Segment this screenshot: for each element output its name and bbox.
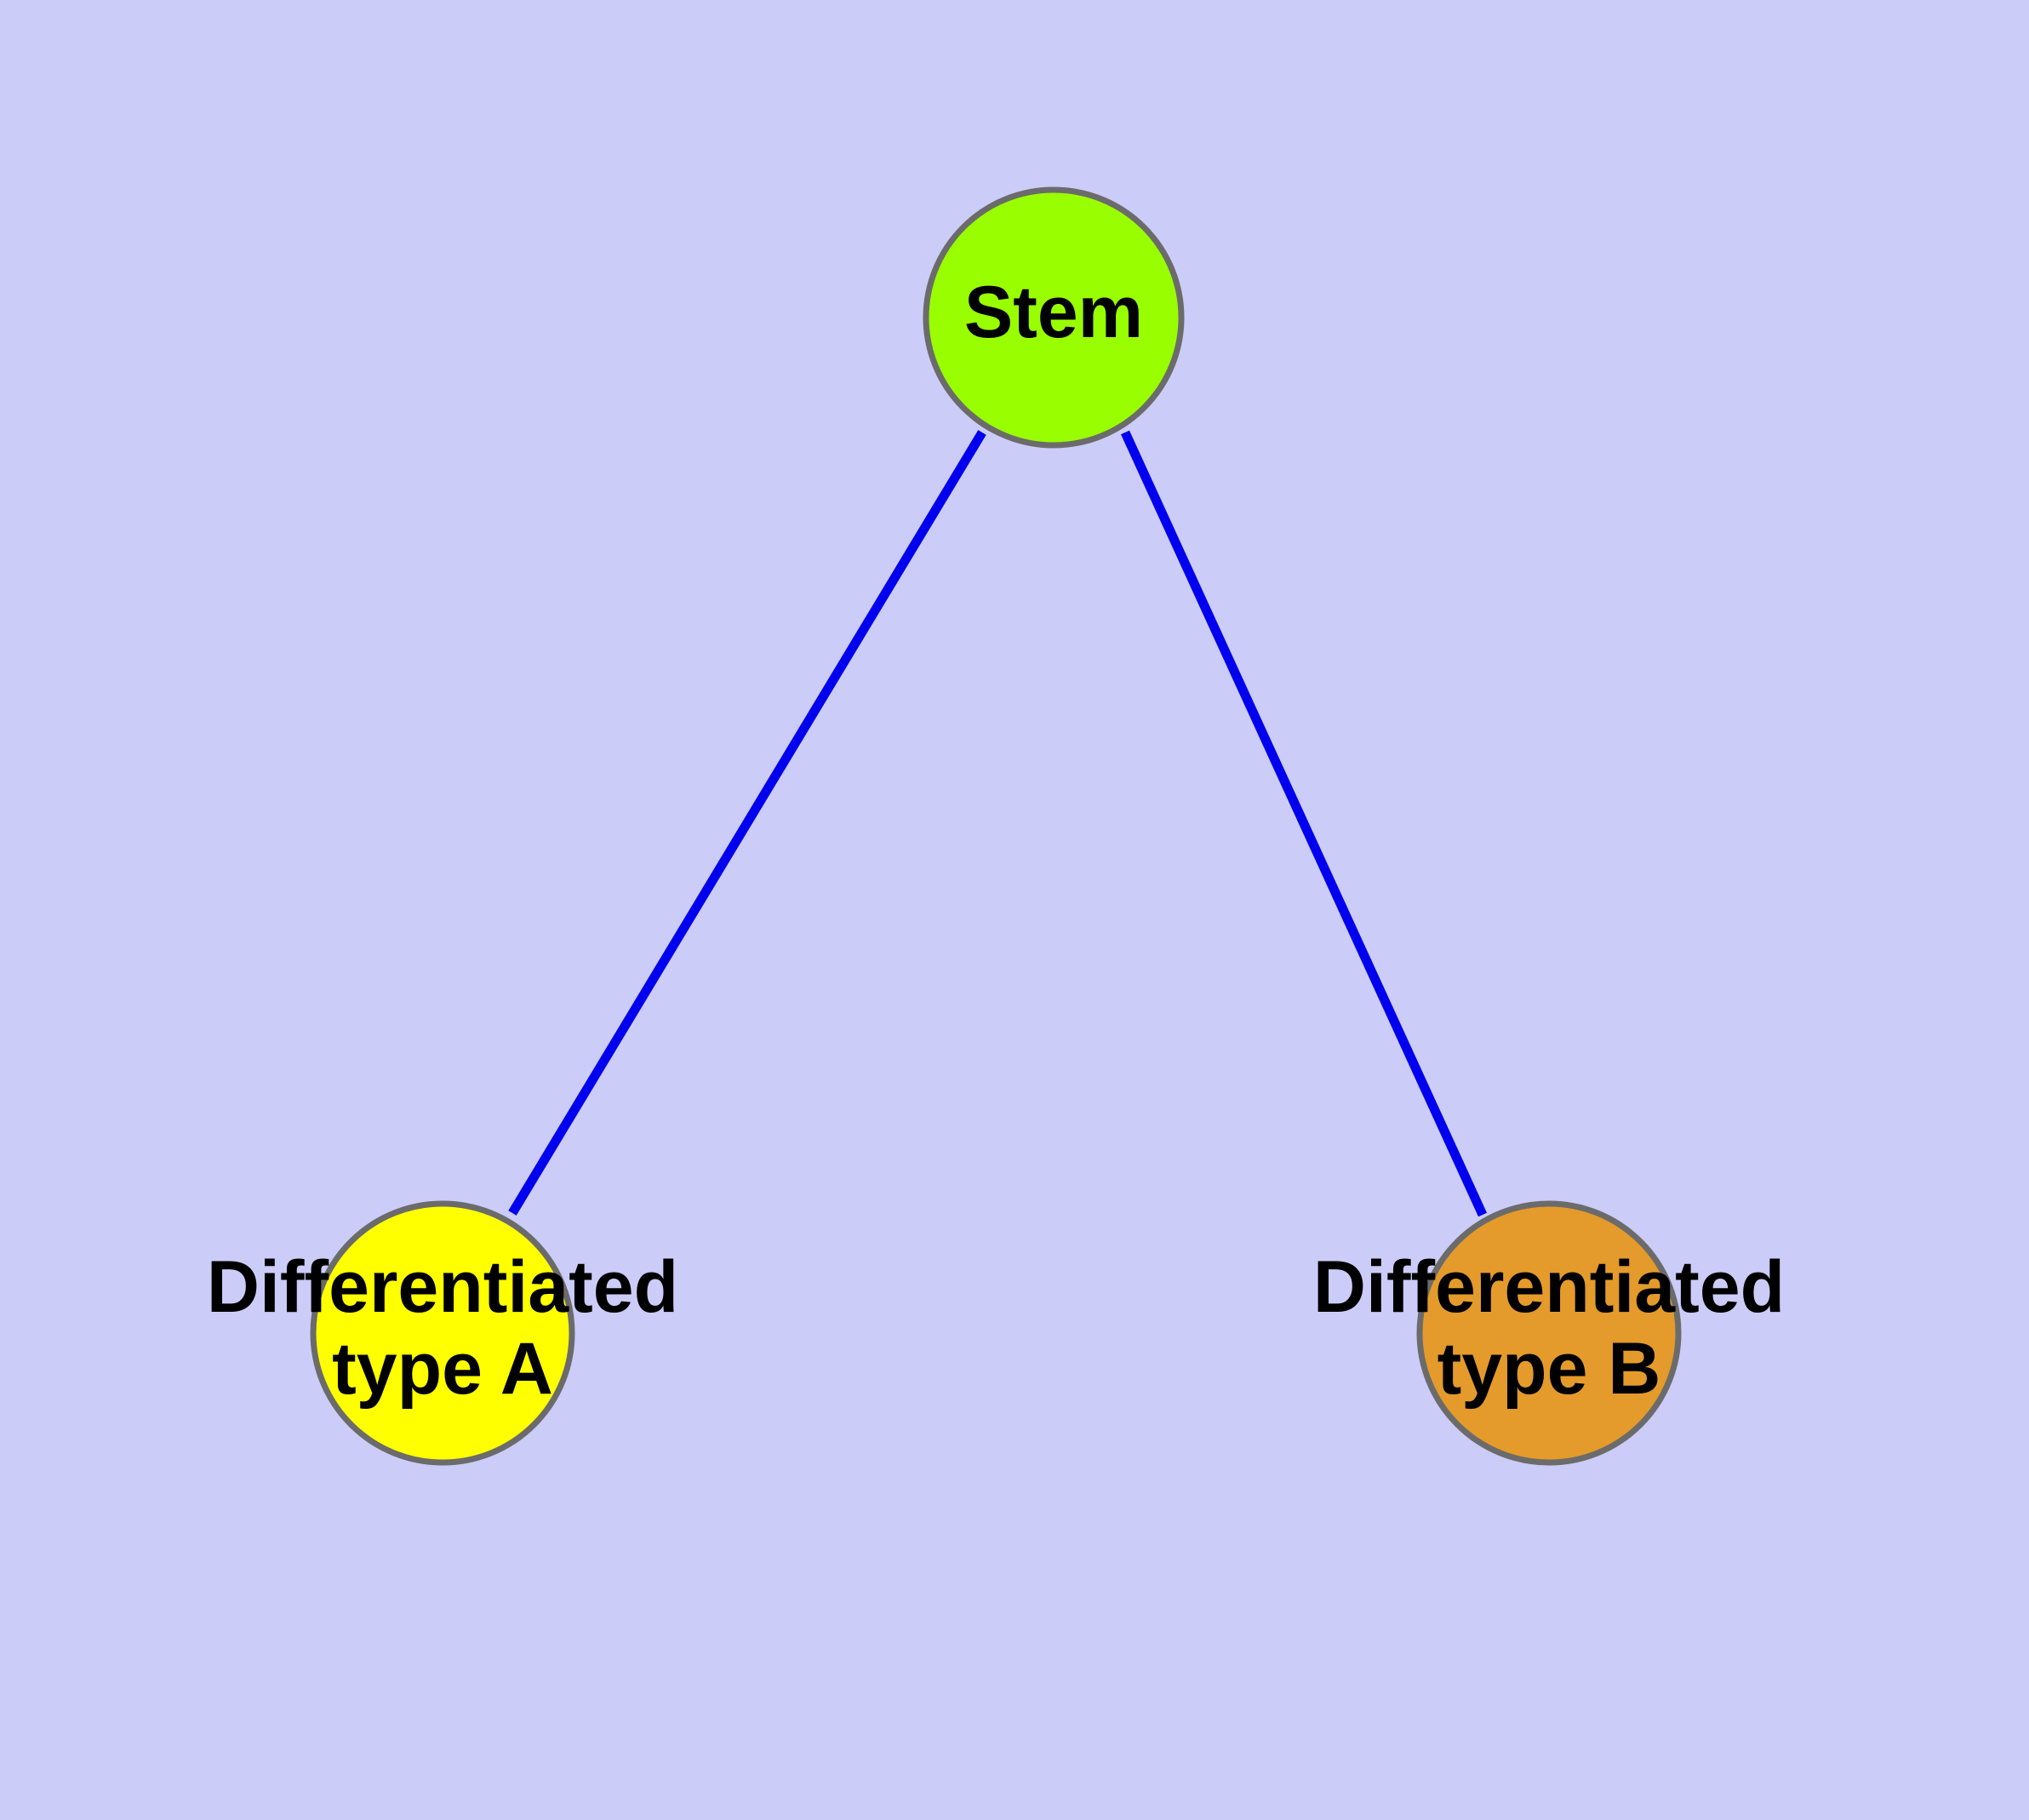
node-diff-a[interactable]	[310, 1200, 575, 1466]
node-label-line: Differentiated	[207, 1246, 678, 1328]
node-label-line: Stem	[964, 272, 1143, 353]
node-label-stem: Stem	[964, 272, 1143, 353]
node-diff-b[interactable]	[1416, 1200, 1682, 1466]
node-label-line: type A	[332, 1328, 553, 1410]
node-label-line: Differentiated	[1313, 1246, 1785, 1328]
node-stem[interactable]	[923, 186, 1185, 449]
edge-stem-diff-a[interactable]	[508, 430, 986, 1216]
edges-layer	[508, 430, 1488, 1217]
node-label-line: type B	[1437, 1328, 1661, 1410]
nodes-layer	[310, 186, 1682, 1466]
edge-stem-diff-b[interactable]	[1120, 430, 1488, 1217]
